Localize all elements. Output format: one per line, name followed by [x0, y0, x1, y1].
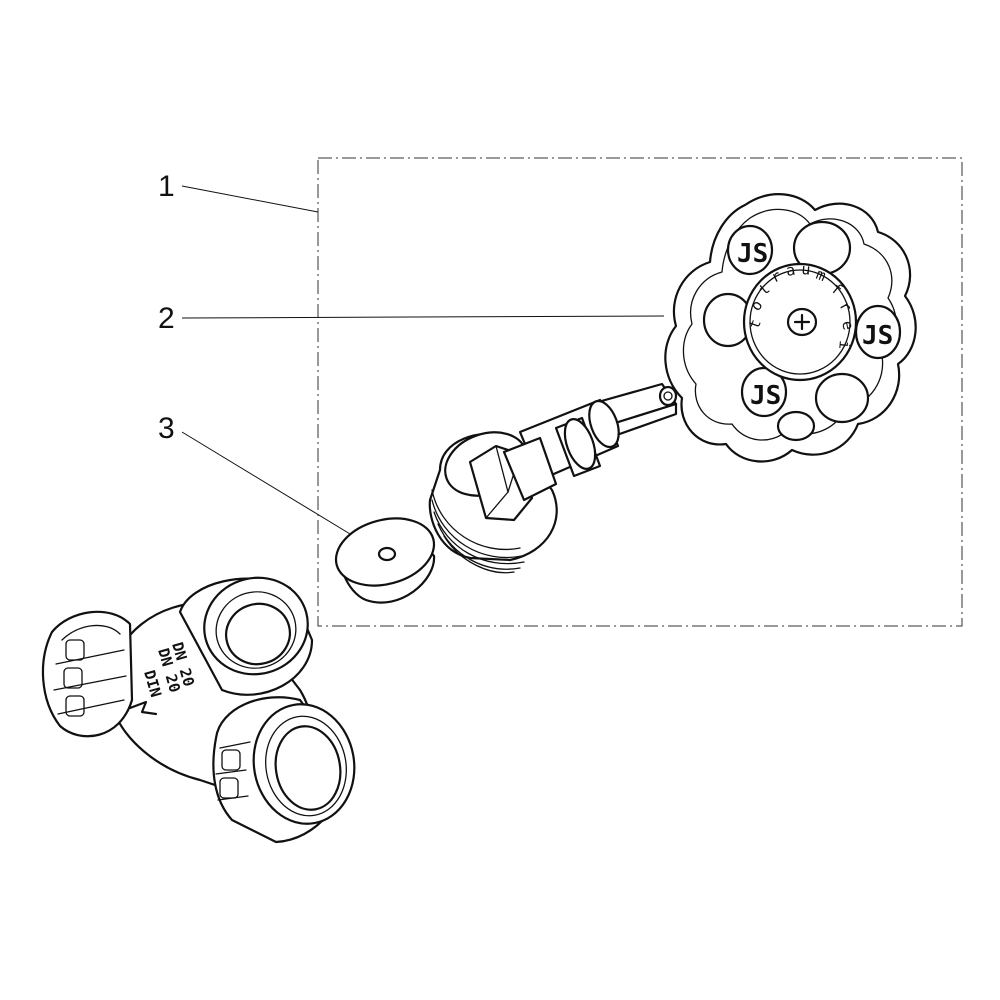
callout-3-label: 3 [158, 412, 175, 445]
callout-1-label: 1 [158, 170, 175, 203]
assembly-boundary-box [317, 157, 963, 627]
logo-badge-right: JS [854, 304, 902, 360]
cap-letter-5: u [801, 260, 812, 279]
callout-2-leader [181, 315, 665, 319]
logo-badge-bottom: JS [740, 366, 788, 418]
cap-letter-9: e [838, 319, 857, 332]
valve-body: DN 20 DN 20 DIN [41, 576, 356, 844]
handwheel: JS JS JS t o t r a u m f r e i [664, 193, 917, 463]
valve-stem-bonnet [428, 382, 678, 574]
cap-letter-10: i [835, 340, 854, 351]
callout-2-label: 2 [158, 302, 175, 335]
sealing-washer [334, 517, 436, 604]
svg-text:JS: JS [737, 239, 768, 269]
svg-text:JS: JS [862, 321, 893, 351]
logo-badge-top: JS [726, 224, 774, 276]
cap-letter-4: a [785, 261, 797, 280]
svg-text:JS: JS [750, 381, 781, 411]
callout-3-leader [181, 431, 361, 541]
callout-1-leader [181, 185, 319, 213]
flow-arrow-icon [128, 700, 158, 716]
